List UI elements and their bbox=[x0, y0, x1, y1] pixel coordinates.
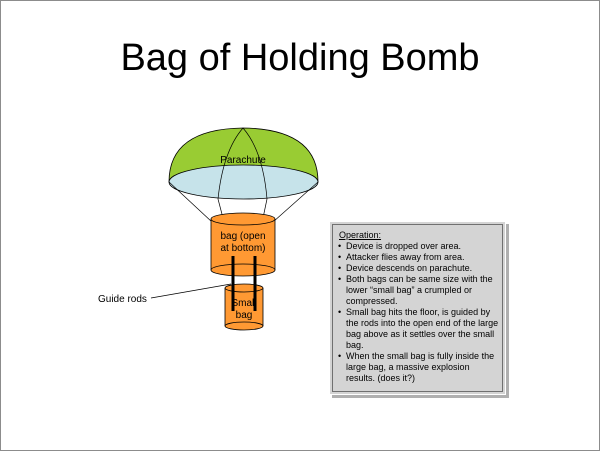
operation-item: Attacker flies away from area. bbox=[337, 252, 501, 263]
guide-rods-pointer bbox=[151, 284, 231, 298]
operation-box: Operation: Device is dropped over area. … bbox=[329, 221, 506, 395]
large-bag-label-line2: at bottom) bbox=[213, 243, 273, 255]
small-bag-label: Small bag bbox=[224, 298, 264, 322]
large-bag-label: bag (open at bottom) bbox=[213, 231, 273, 255]
operation-list: Device is dropped over area. Attacker fl… bbox=[337, 241, 501, 384]
guide-rods-label: Guide rods bbox=[98, 294, 147, 305]
operation-item: Small bag hits the floor, is guided by t… bbox=[337, 307, 501, 351]
operation-title: Operation: bbox=[339, 230, 381, 240]
operation-item: Device descends on parachute. bbox=[337, 263, 501, 274]
operation-item: Device is dropped over area. bbox=[337, 241, 501, 252]
operation-box-inner: Operation: Device is dropped over area. … bbox=[332, 224, 503, 392]
parachute-label: Parachute bbox=[213, 155, 273, 167]
small-bag-label-line1: Small bbox=[224, 298, 264, 310]
operation-item: When the small bag is fully inside the l… bbox=[337, 351, 501, 384]
operation-item: Both bags can be same size with the lowe… bbox=[337, 274, 501, 307]
parachute-underside bbox=[169, 165, 318, 199]
large-bag-label-line1: bag (open bbox=[213, 231, 273, 243]
small-bag-label-line2: bag bbox=[224, 310, 264, 322]
